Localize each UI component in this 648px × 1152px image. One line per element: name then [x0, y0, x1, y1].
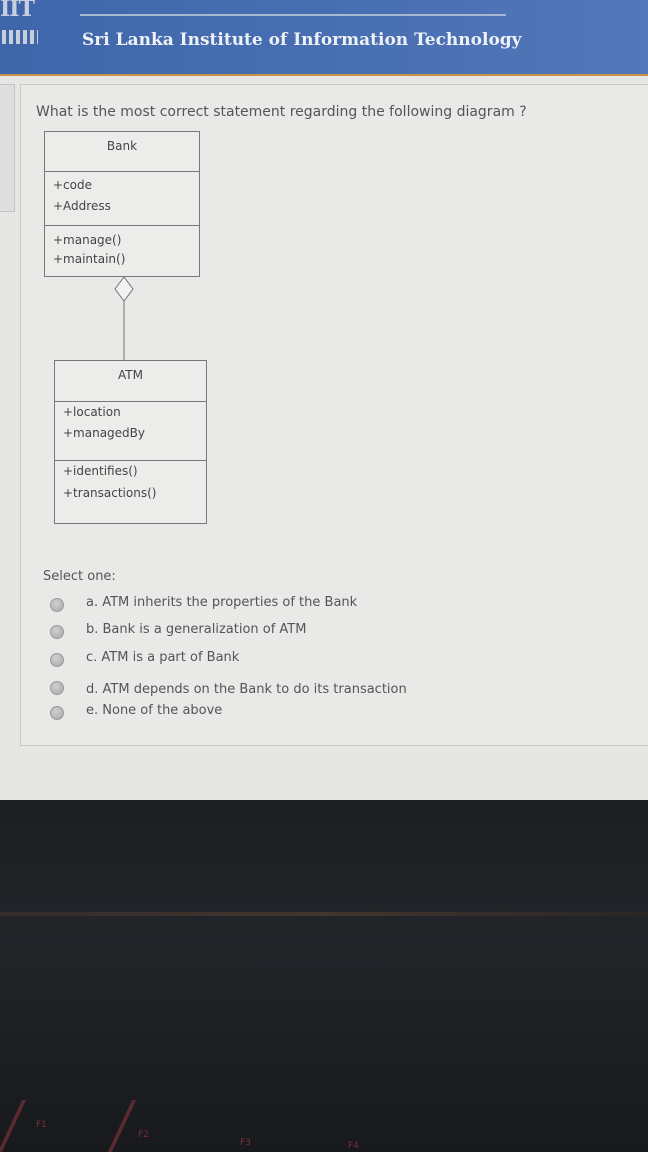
radio-button[interactable] — [50, 681, 64, 695]
answer-label[interactable]: e. None of the above — [86, 703, 223, 718]
uml-class-name: Bank — [106, 139, 138, 153]
uml-attributes-section: +code +Address — [45, 172, 199, 226]
uml-class-name-section: Bank — [45, 132, 199, 172]
question-nav-tab[interactable] — [0, 84, 15, 212]
key-f1: F1 — [36, 1120, 47, 1130]
key-f3: F3 — [240, 1138, 251, 1148]
uml-method: +identifies() — [63, 464, 138, 478]
laptop-hinge — [0, 912, 648, 916]
laptop-bezel — [0, 800, 648, 1152]
uml-attribute: +location — [63, 405, 121, 419]
uml-attributes-section: +location +managedBy — [55, 402, 206, 461]
key-f4: F4 — [348, 1141, 359, 1151]
key-f2: F2 — [138, 1130, 149, 1140]
uml-methods-section: +manage() +maintain() — [45, 226, 199, 276]
radio-button[interactable] — [50, 598, 64, 612]
select-one-label: Select one: — [43, 569, 116, 584]
uml-class-name: ATM — [118, 368, 143, 382]
answer-label[interactable]: a. ATM inherits the properties of the Ba… — [86, 595, 358, 610]
question-text: What is the most correct statement regar… — [36, 104, 527, 120]
institute-name: Sri Lanka Institute of Information Techn… — [82, 30, 522, 50]
uml-method: +transactions() — [63, 486, 157, 500]
iit-logo[interactable]: IIT — [0, 0, 44, 48]
aggregation-diamond-icon — [114, 276, 134, 302]
radio-button[interactable] — [50, 625, 64, 639]
logo-grid-icon — [2, 30, 38, 44]
uml-attribute: +Address — [53, 199, 111, 213]
answer-label[interactable]: b. Bank is a generalization of ATM — [86, 622, 307, 637]
uml-method: +maintain() — [53, 252, 126, 266]
radio-button[interactable] — [50, 706, 64, 720]
uml-method: +manage() — [53, 233, 122, 247]
answer-label[interactable]: c. ATM is a part of Bank — [86, 650, 240, 665]
monitor-screen: IIT Sri Lanka Institute of Information T… — [0, 0, 648, 800]
uml-class-bank: Bank +code +Address +manage() +maintain(… — [44, 131, 200, 277]
answer-label[interactable]: d. ATM depends on the Bank to do its tra… — [86, 682, 407, 697]
aggregation-connector — [114, 276, 134, 360]
uml-class-name-section: ATM — [55, 361, 206, 402]
uml-methods-section: +identifies() +transactions() — [55, 461, 206, 523]
uml-attribute: +managedBy — [63, 426, 146, 440]
uml-class-atm: ATM +location +managedBy +identifies() +… — [54, 360, 207, 524]
uml-attribute: +code — [53, 178, 92, 192]
header-divider — [80, 14, 506, 16]
radio-button[interactable] — [50, 653, 64, 667]
logo-text: IIT — [0, 0, 35, 22]
site-header: IIT Sri Lanka Institute of Information T… — [0, 0, 648, 76]
